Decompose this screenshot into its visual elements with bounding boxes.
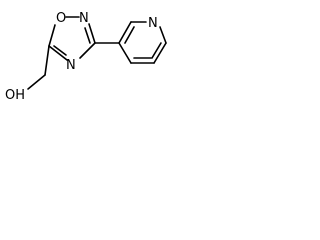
atom-n-ring-top: N [79,11,89,26]
hydroxymethyl-group [27,45,50,90]
bond-py-c6-c5 [153,42,167,64]
pyridine-ring [118,21,167,64]
bond-c3-n4 [79,42,96,59]
bond-py-c4-c3 [118,42,132,64]
bond-n4-c5-inner [53,45,67,56]
bond-py-double-2 [151,42,162,59]
bond-py-double-1 [124,26,135,44]
bond-ch2-oh [27,74,46,90]
oxadiazole-ring [48,16,96,61]
atom-n-pyridine: N [148,16,158,31]
bond-c5-ch2 [44,45,50,76]
bond-py-n1-c6 [159,26,167,44]
bond-n2-c3 [88,23,96,44]
atom-n-ring-bottom: N [66,58,76,73]
bond-n2-c3-inner [84,27,91,44]
bond-c5-o1 [48,24,56,47]
atom-oh: OH [5,88,25,103]
bond-n4-c5 [48,45,68,61]
atom-o-ring: O [56,11,66,26]
structure-diagram: O N N N OH [5,11,167,103]
bond-py-c3-c2 [118,21,132,44]
